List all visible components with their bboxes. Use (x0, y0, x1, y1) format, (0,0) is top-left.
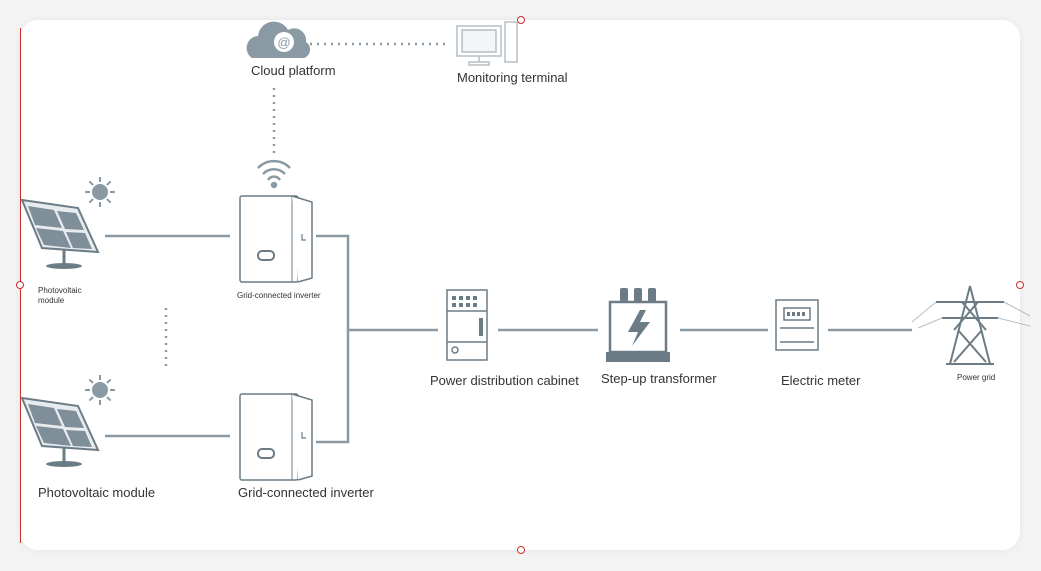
inverter-icon (239, 195, 313, 283)
solar-panel-icon (20, 198, 100, 271)
pv-module-label-top: Photovoltaic module (38, 286, 82, 306)
selection-handle-right[interactable] (1016, 281, 1024, 289)
pylon-icon (911, 285, 1031, 365)
cloud-icon: @ (246, 21, 311, 58)
cabinet-icon (446, 289, 488, 361)
monitor-icon (456, 21, 518, 66)
inverter-label-top: Grid-connected inverter (237, 291, 321, 300)
pv-module-label-top-line1: Photovoltaic (38, 286, 82, 295)
inverter-icon (239, 393, 313, 481)
pv-module-label-bottom: Photovoltaic module (38, 485, 156, 500)
selection-handle-bottom[interactable] (517, 546, 525, 554)
monitoring-terminal-label: Monitoring terminal (457, 70, 568, 85)
power-grid-label: Power grid (957, 373, 996, 382)
meter-icon (775, 299, 819, 351)
connection-lines (105, 234, 912, 444)
sun-icon (84, 176, 116, 208)
solar-panel-icon (20, 396, 100, 469)
cabinet-label: Power distribution cabinet (430, 373, 579, 388)
cloud-platform-label: Cloud platform (251, 63, 336, 78)
meter-label: Electric meter (781, 373, 861, 388)
selection-handle-top[interactable] (517, 16, 525, 24)
diagram-card (20, 20, 1020, 550)
inverter-label-bottom: Grid-connected inverter (238, 485, 374, 500)
wifi-icon (257, 159, 291, 189)
selection-handle-left[interactable] (16, 281, 24, 289)
pv-module-label-top-line2: module (38, 296, 65, 305)
svg-text:@: @ (277, 35, 290, 50)
sun-icon (84, 374, 116, 406)
dotted-links (164, 42, 448, 366)
transformer-icon (606, 288, 670, 362)
transformer-label: Step-up transformer (601, 371, 717, 386)
